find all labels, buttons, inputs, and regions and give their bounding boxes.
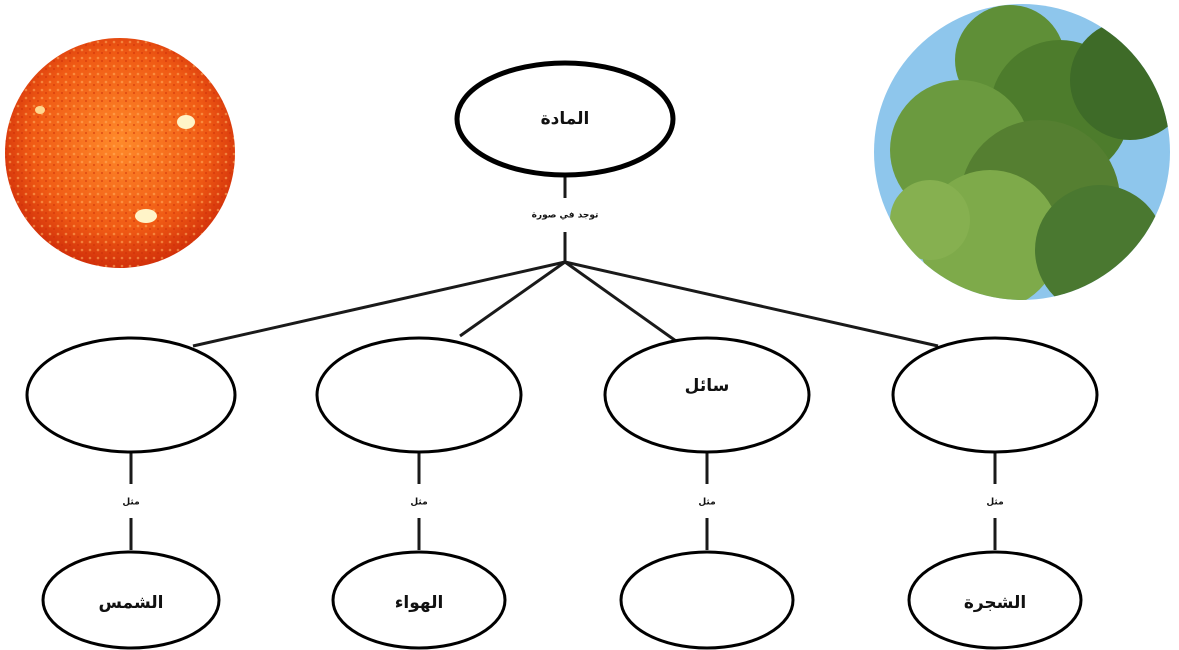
pine-tree-photo <box>874 4 1170 300</box>
example-link-label: مثل <box>986 498 1003 508</box>
connectors <box>129 175 997 550</box>
example-node: الشجرة <box>907 550 1083 650</box>
example-node <box>619 550 795 650</box>
example-node: الشمس <box>41 550 221 650</box>
state-node <box>891 336 1099 454</box>
root-label: المادة <box>541 109 590 129</box>
state-node <box>315 336 523 454</box>
root-link-label: توجد في صورة <box>532 211 599 221</box>
example-link-label: مثل <box>122 498 139 508</box>
state-label: سائل <box>685 376 730 396</box>
example-link-label: مثل <box>410 498 427 508</box>
root-node: المادة <box>454 60 676 178</box>
example-label: الشجرة <box>964 593 1026 613</box>
state-node: سائل <box>603 336 811 454</box>
sun-photo <box>5 38 235 268</box>
example-node: الهواء <box>331 550 507 650</box>
example-label: الشمس <box>99 593 164 613</box>
example-label: الهواء <box>395 593 444 613</box>
example-link-label: مثل <box>698 498 715 508</box>
state-node <box>25 336 237 454</box>
